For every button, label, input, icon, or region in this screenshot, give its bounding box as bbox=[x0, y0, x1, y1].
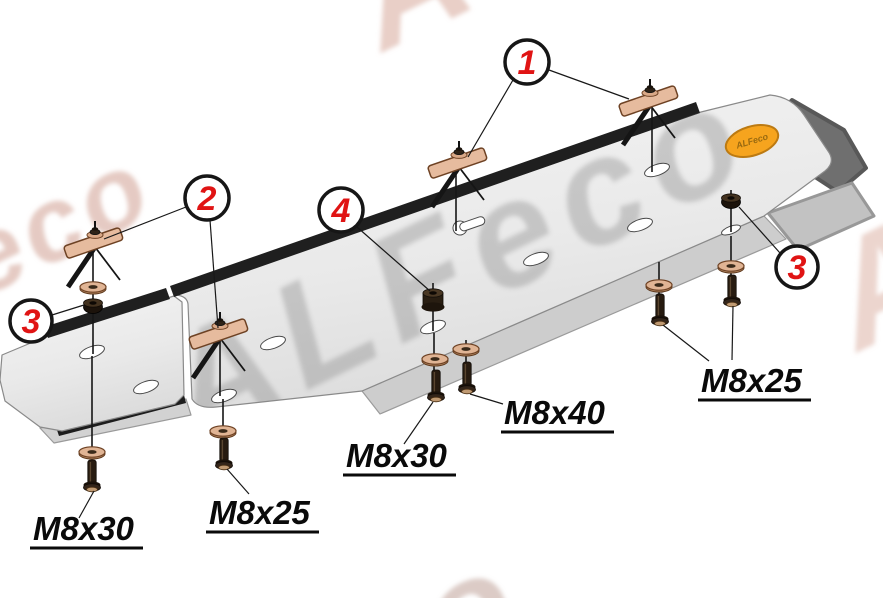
leader-line bbox=[469, 393, 504, 405]
leader-line bbox=[403, 401, 434, 445]
bolt-column-right1 bbox=[645, 279, 673, 327]
callout-4: 4 bbox=[317, 186, 365, 234]
bolt-size-label-m8x30-center: M8x30 bbox=[343, 437, 456, 477]
leader-line bbox=[226, 468, 250, 495]
plate-hole bbox=[523, 251, 549, 267]
brand-logo-sticker: ALFeco bbox=[724, 124, 780, 158]
washer bbox=[79, 281, 107, 295]
svg-text:M8x30: M8x30 bbox=[33, 510, 135, 547]
skid-plate: ALFeco ALFeco bbox=[0, 94, 876, 444]
svg-text:M8x25: M8x25 bbox=[209, 494, 311, 531]
leader-line bbox=[738, 206, 781, 254]
leader-line bbox=[662, 324, 710, 362]
plate-hole bbox=[133, 379, 159, 395]
plate-main-face bbox=[175, 94, 832, 408]
bolt-column-left2 bbox=[209, 425, 237, 471]
watermark-fragment-bottom: o bbox=[394, 520, 540, 598]
callout-1: 1 bbox=[503, 38, 551, 86]
svg-text:M8x40: M8x40 bbox=[504, 394, 606, 431]
callout-1-number: 1 bbox=[518, 44, 537, 82]
leader-line bbox=[548, 69, 630, 100]
callout-2-number: 2 bbox=[197, 180, 217, 218]
leader-line bbox=[78, 490, 95, 519]
svg-text:M8x25: M8x25 bbox=[701, 362, 803, 399]
plate-hole bbox=[627, 217, 653, 233]
callout-3-left-number: 3 bbox=[22, 303, 41, 341]
svg-text:M8x30: M8x30 bbox=[346, 437, 448, 474]
spacer-nut bbox=[721, 193, 741, 209]
leader-lines bbox=[51, 69, 781, 519]
plate-hole bbox=[211, 388, 237, 404]
leader-line bbox=[51, 304, 85, 316]
bolt-size-label-m8x40: M8x40 bbox=[501, 394, 614, 434]
callout-2: 2 bbox=[183, 174, 231, 222]
callout-3-right-number: 3 bbox=[788, 249, 807, 287]
callout-3-left: 3 bbox=[8, 298, 54, 344]
plate-hole bbox=[260, 335, 286, 351]
leader-line bbox=[209, 219, 219, 329]
plate-hole bbox=[644, 162, 670, 178]
callout-3-right: 3 bbox=[774, 244, 820, 290]
bolt-column-right2 bbox=[717, 260, 745, 308]
leader-line bbox=[731, 305, 734, 361]
bolt-size-labels: M8x30 M8x25 M8x30 M8x40 M8x25 bbox=[30, 362, 811, 550]
leader-line bbox=[103, 206, 187, 240]
plate-hole bbox=[79, 344, 105, 360]
leader-line bbox=[467, 79, 514, 158]
bolt-size-label-m8x30-left: M8x30 bbox=[30, 510, 143, 550]
spacer-nut bbox=[83, 298, 103, 314]
bolt-column-left bbox=[78, 446, 106, 493]
plate-edge-trim-left bbox=[44, 288, 170, 338]
watermark-fragment-top-right: A bbox=[320, 0, 495, 83]
spacer-bushing bbox=[421, 288, 445, 313]
plate-side-tab bbox=[766, 181, 876, 252]
bolt-size-label-m8x25-right: M8x25 bbox=[698, 362, 811, 402]
bolt-size-label-m8x25-left: M8x25 bbox=[206, 494, 319, 534]
callout-4-number: 4 bbox=[331, 192, 351, 230]
plate-holes bbox=[79, 162, 741, 404]
leader-line bbox=[356, 226, 431, 292]
